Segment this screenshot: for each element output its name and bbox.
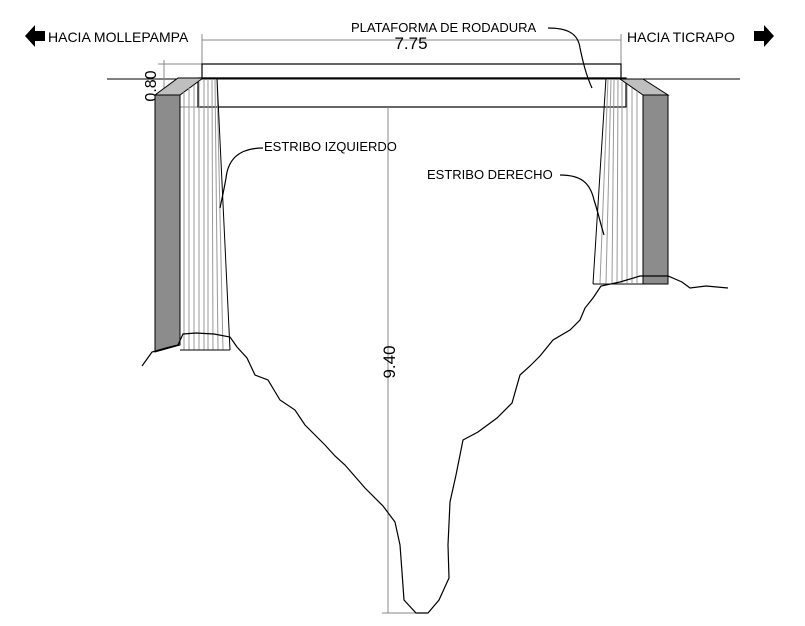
deck-slab: [197, 63, 627, 108]
left-abutment-leader: [219, 147, 264, 209]
right-abutment: [592, 77, 670, 285]
right-direction-label: HACIA TICRAPO: [627, 29, 735, 45]
left-direction-label: HACIA MOLLEPAMPA: [48, 29, 189, 45]
depth-dimension: [382, 107, 420, 614]
terrain-profile: [141, 275, 729, 614]
span-dimension: [201, 34, 622, 64]
left-abutment: [153, 77, 231, 353]
right-abutment-leader: [559, 174, 605, 236]
span-value: 7.75: [394, 34, 427, 53]
arrow-right-icon: [754, 25, 774, 47]
platform-leader: [547, 27, 593, 89]
right-abutment-label: ESTRIBO DERECHO: [427, 167, 553, 182]
depth-value: 9.40: [380, 345, 399, 378]
deck-thickness-value: 0.80: [143, 70, 160, 101]
left-abutment-label: ESTRIBO IZQUIERDO: [264, 139, 397, 154]
platform-label: PLATAFORMA DE RODADURA: [351, 20, 536, 35]
arrow-left-icon: [25, 25, 45, 47]
